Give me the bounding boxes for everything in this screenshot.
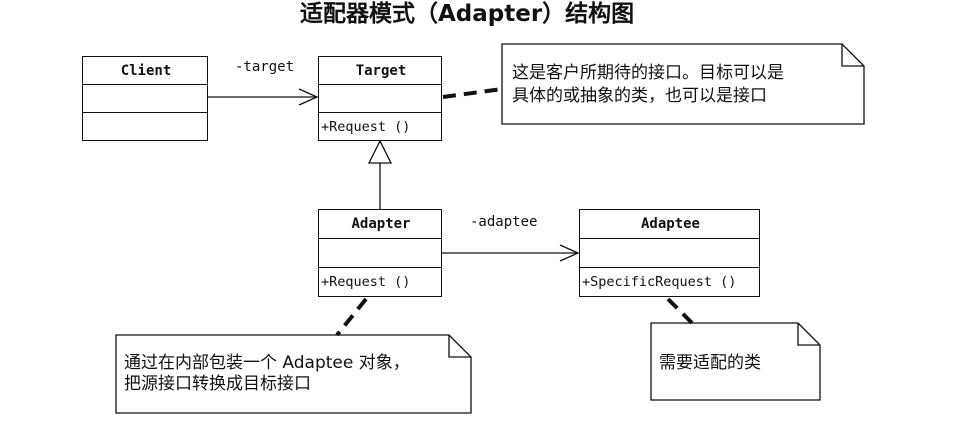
note-adaptee-line-1: 需要适配的类 xyxy=(659,353,761,373)
note-adaptee-connector xyxy=(666,297,694,325)
note-adapter-shape xyxy=(115,334,472,414)
class-target: Target +Request () xyxy=(318,56,442,141)
class-client-operations xyxy=(83,112,207,140)
note-adaptee: 需要适配的类 xyxy=(659,353,761,374)
class-adapter-name: Adapter xyxy=(351,216,411,232)
association-client-target-arrowhead xyxy=(298,88,319,106)
class-client-name: Client xyxy=(120,62,172,79)
note-adapter-line-2: 把源接口转换成目标接口 xyxy=(124,374,311,394)
note-adapter: 通过在内部包装一个 Adaptee 对象， 把源接口转换成目标接口 xyxy=(124,353,410,395)
class-target-attributes xyxy=(319,84,441,112)
class-target-name: Target xyxy=(355,62,407,79)
generalization-triangle xyxy=(367,139,393,164)
association-adapter-adaptee-arrowhead xyxy=(559,244,580,262)
class-target-operations: +Request () xyxy=(319,112,441,140)
note-target-fold xyxy=(841,44,864,67)
note-target: 这是客户所期待的接口。目标可以是 具体的或抽象的类，也可以是接口 xyxy=(512,62,784,108)
association-target-label: -target xyxy=(235,59,295,75)
note-adapter-connector xyxy=(335,297,368,337)
class-adapter-attributes xyxy=(319,238,441,267)
note-adapter-line-1: 通过在内部包装一个 Adaptee 对象， xyxy=(124,353,410,373)
class-adapter: Adapter +Request () xyxy=(318,209,442,297)
note-target-connector xyxy=(442,87,503,99)
note-target-line-2: 具体的或抽象的类，也可以是接口 xyxy=(512,86,767,106)
class-adapter-operations: +Request () xyxy=(319,267,441,296)
diagram-title: 适配器模式（Adapter）结构图 xyxy=(300,1,635,27)
association-adaptee-label: -adaptee xyxy=(470,214,538,230)
note-target-shape xyxy=(501,43,865,125)
note-adaptee-fold xyxy=(797,323,820,346)
class-client-attributes xyxy=(83,84,207,112)
note-adapter-fold xyxy=(448,335,471,358)
class-adaptee-attributes xyxy=(580,238,759,267)
note-target-line-1: 这是客户所期待的接口。目标可以是 xyxy=(512,63,784,83)
note-adaptee-shape xyxy=(650,322,821,401)
class-client: Client xyxy=(82,56,208,141)
class-adaptee-name: Adaptee xyxy=(640,216,700,232)
class-adaptee-operations: +SpecificRequest () xyxy=(580,267,759,296)
class-adaptee: Adaptee +SpecificRequest () xyxy=(579,209,760,297)
